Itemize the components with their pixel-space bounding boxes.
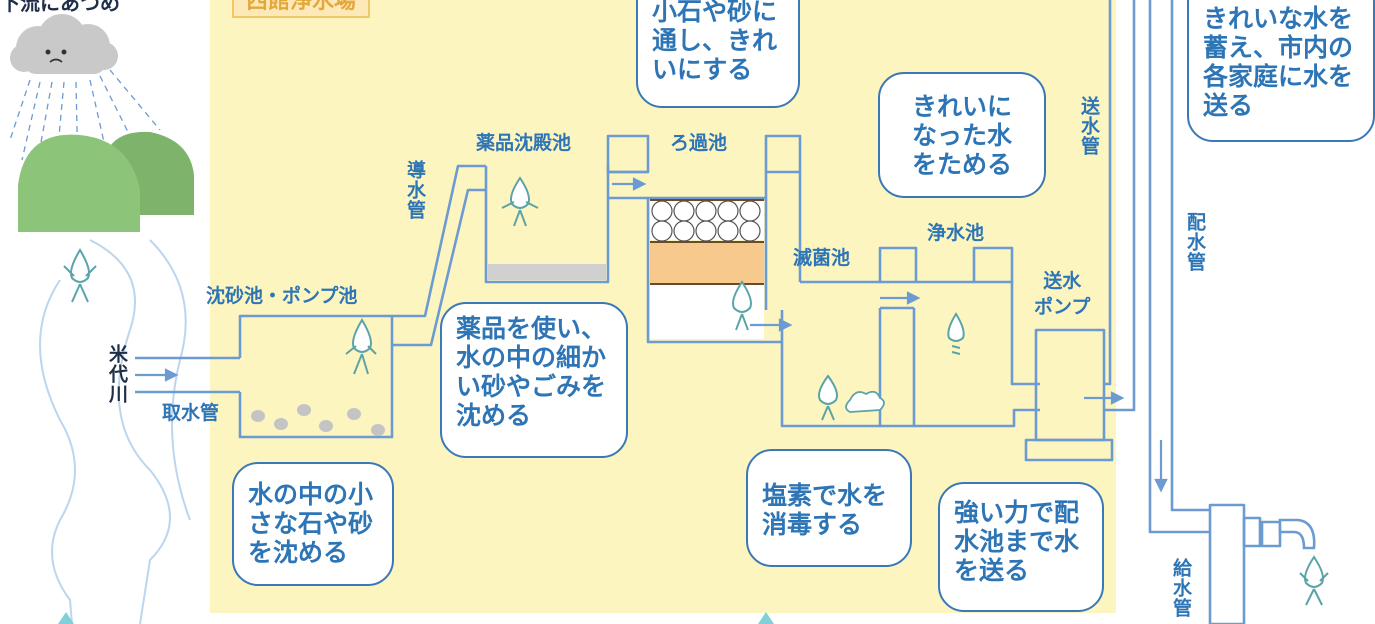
bottom-drop-2 bbox=[758, 612, 774, 624]
service-pipe-label: 給水管 bbox=[1170, 558, 1192, 618]
rain-cloud-icon bbox=[10, 14, 118, 74]
distribution-pipe-label: 配水管 bbox=[1184, 212, 1206, 272]
sedimentation-note: 薬品を使い、 水の中の細か い砂やごみを 沈める bbox=[440, 302, 628, 458]
pipe-lines bbox=[135, 0, 1282, 624]
pump-note: 強い力で配 水池まで水 を送る bbox=[938, 482, 1104, 612]
chlorine-note: 塩素で水を 消毒する bbox=[746, 449, 912, 567]
sediment-layer bbox=[488, 264, 606, 280]
water-drop-character-icon bbox=[63, 176, 1329, 606]
transmission-pipe-label: 送水管 bbox=[1078, 96, 1100, 156]
plant-tag: 西館浄水場 bbox=[232, 0, 371, 18]
river-lines bbox=[39, 239, 191, 624]
sand-note: 水の中の小 さな石や砂 を沈める bbox=[232, 462, 394, 586]
faucet-icon bbox=[1278, 518, 1316, 550]
clear-well-label: 浄水池 bbox=[927, 222, 985, 244]
river-label: 米代川 bbox=[106, 344, 128, 404]
sand-basin-label: 沈砂池・ポンプ池 bbox=[206, 285, 358, 307]
conduit-label: 導水管 bbox=[404, 160, 426, 220]
sedimentation-label: 薬品沈殿池 bbox=[476, 132, 572, 154]
clear-well-note: きれいに なった水 をためる bbox=[878, 72, 1046, 198]
reservoir-note: きれいな水を 蓄え、市内の 各家庭に水を 送る bbox=[1187, 0, 1375, 142]
bottom-drop-1 bbox=[58, 612, 74, 624]
disinfection-label: 滅菌池 bbox=[793, 247, 851, 269]
filter-note: ろ過専用の 小石や砂に 通し、きれ いにする bbox=[636, 0, 800, 108]
top-left-label: 下流にあつめ bbox=[0, 0, 120, 15]
flow-arrow-icon bbox=[135, 177, 1168, 493]
filter-media bbox=[650, 199, 764, 339]
filtration-label: ろ過池 bbox=[670, 132, 728, 154]
mountain-icon bbox=[18, 131, 194, 232]
germ-icon bbox=[845, 390, 885, 413]
pebbles bbox=[251, 404, 385, 436]
intake-pipe-label: 取水管 bbox=[162, 402, 220, 424]
pump-label: 送水 ポンプ bbox=[1034, 270, 1091, 318]
